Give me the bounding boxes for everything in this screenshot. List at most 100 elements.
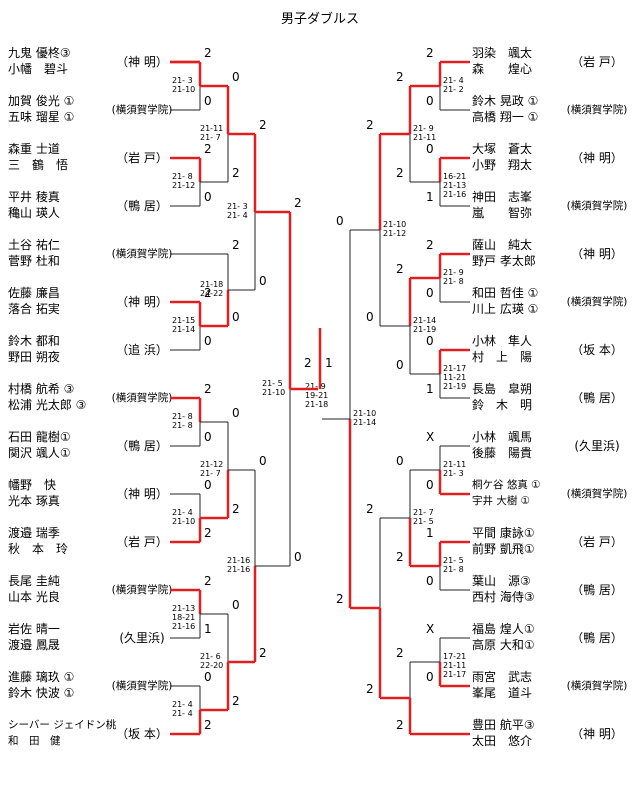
sets-won: 0 bbox=[232, 406, 240, 420]
sets-won: 0 bbox=[396, 358, 404, 372]
sets-won: 1 bbox=[426, 382, 434, 396]
page-title: 男子ダブルス bbox=[280, 12, 359, 27]
sets-won: 2 bbox=[204, 718, 212, 732]
match-score: 21-18 24-22 bbox=[200, 280, 224, 298]
sets-won: 0 bbox=[232, 310, 240, 324]
player-pair: 雨宮 武志峯尾 道斗 bbox=[472, 669, 532, 701]
player-name: 大塚 蒼太 bbox=[472, 142, 533, 156]
player-name: 小幡 碧斗 bbox=[8, 62, 69, 76]
sets-won: 1 bbox=[204, 622, 212, 636]
match-score: 21-13 18-21 21-16 bbox=[172, 604, 196, 631]
sets-won: 0 bbox=[426, 142, 434, 156]
sets-won: 2 bbox=[396, 718, 404, 732]
sets-won: 0 bbox=[294, 550, 302, 564]
sets-won: 2 bbox=[396, 646, 404, 660]
sets-won: 0 bbox=[232, 598, 240, 612]
match-score: 21- 5 21-10 bbox=[262, 379, 286, 397]
school-label: （鴨 居） bbox=[571, 391, 623, 405]
player-name: 薩山 純太 bbox=[472, 238, 533, 252]
player-name: 進藤 璃玖 ① bbox=[8, 670, 75, 684]
sets-won: 0 bbox=[426, 334, 434, 348]
school-label: （鴨 居） bbox=[571, 583, 623, 597]
player-name: 落合 拓実 bbox=[8, 302, 60, 316]
school-label: (横須賀学院) bbox=[566, 488, 628, 500]
sets-won: 2 bbox=[204, 46, 212, 60]
player-name: 村橋 航希 ③ bbox=[8, 382, 75, 396]
player-name: 土谷 祐仁 bbox=[8, 238, 60, 252]
player-name: 加賀 俊光 ① bbox=[8, 94, 75, 108]
school-label: （坂 本） bbox=[571, 343, 623, 357]
player-name: 川上 広瑛 ① bbox=[472, 302, 539, 316]
player-pair: 小林 隼人村 上 陽 bbox=[472, 333, 532, 365]
sets-won: 0 bbox=[426, 670, 434, 684]
sets-won: 2 bbox=[204, 382, 212, 396]
player-name: 佐藤 廉昌 bbox=[8, 286, 60, 300]
sets-won: 2 bbox=[304, 356, 312, 370]
school-label: (横須賀学院) bbox=[111, 104, 173, 116]
player-name: 五味 瑠星 ① bbox=[8, 110, 75, 124]
player-name: 前野 凱飛① bbox=[472, 542, 535, 556]
sets-won: 0 bbox=[204, 94, 212, 108]
player-name: 後藤 陽貴 bbox=[472, 446, 533, 460]
player-name: 長島 皐朔 bbox=[472, 382, 533, 396]
sets-won: X bbox=[426, 622, 435, 636]
sets-won: 2 bbox=[396, 262, 404, 276]
sets-won: 2 bbox=[204, 574, 212, 588]
match-score: 21-15 21-14 bbox=[172, 316, 196, 334]
sets-won: 2 bbox=[396, 70, 404, 84]
player-pair: 長島 皐朔鈴 木 明 bbox=[472, 381, 532, 413]
match-score: 21-10 21-14 bbox=[353, 409, 377, 427]
player-name: 福島 煌人① bbox=[472, 622, 535, 636]
match-score: 21-14 21-19 bbox=[413, 316, 437, 334]
sets-won: 0 bbox=[426, 478, 434, 492]
sets-won: 2 bbox=[426, 238, 434, 252]
sets-won: 2 bbox=[259, 118, 267, 132]
player-pair: 大塚 蒼太小野 翔太 bbox=[472, 141, 532, 173]
sets-won: 1 bbox=[426, 190, 434, 204]
school-label: （神 明） bbox=[116, 55, 168, 69]
sets-won: 2 bbox=[259, 646, 267, 660]
match-score: 21- 9 21-11 bbox=[413, 124, 437, 142]
player-pair: 土谷 祐仁菅野 杜和 bbox=[8, 237, 60, 269]
match-score: 21-11 21- 3 bbox=[443, 460, 467, 478]
school-label: （神 明） bbox=[571, 247, 623, 261]
player-name: 峯尾 道斗 bbox=[472, 686, 533, 700]
match-score: 21- 8 21-12 bbox=[172, 172, 196, 190]
school-label: （鴨 居） bbox=[116, 199, 168, 213]
school-label: （神 明） bbox=[116, 295, 168, 309]
match-score: 21- 4 21- 4 bbox=[172, 700, 193, 718]
player-name: 羽染 颯太 bbox=[472, 46, 533, 60]
sets-won: 1 bbox=[325, 356, 333, 370]
match-score: 21- 4 21- 2 bbox=[443, 76, 464, 94]
player-name: シーバー ジェイドン桃 bbox=[8, 719, 117, 731]
match-score: 21- 7 21- 5 bbox=[413, 508, 434, 526]
player-pair: 渡邉 瑞季秋 本 玲 bbox=[8, 525, 68, 557]
player-name: 和 田 健 bbox=[8, 735, 61, 747]
player-name: 渡邉 瑞季 bbox=[8, 526, 60, 540]
player-name: 平井 稜真 bbox=[8, 190, 60, 204]
school-label: (横須賀学院) bbox=[111, 392, 173, 404]
sets-won: 2 bbox=[336, 592, 344, 606]
player-name: 野戸 孝太郎 bbox=[472, 254, 536, 268]
player-name: 宇井 大樹 ① bbox=[472, 495, 531, 507]
player-name: 松浦 光太郎 ③ bbox=[8, 398, 87, 412]
player-name: 森重 士道 bbox=[8, 142, 60, 156]
sets-won: 0 bbox=[396, 454, 404, 468]
player-pair: 幡野 快光本 琢真 bbox=[8, 477, 60, 509]
player-name: 豊田 航平③ bbox=[472, 718, 535, 732]
match-score: 16-21 21-13 21-16 bbox=[443, 172, 467, 199]
sets-won: 0 bbox=[426, 286, 434, 300]
player-name: 鈴木 都和 bbox=[8, 334, 60, 348]
sets-won: 2 bbox=[232, 238, 240, 252]
sets-won: 0 bbox=[204, 430, 212, 444]
player-pair: 平井 稜真穐山 瑛人 bbox=[8, 189, 60, 221]
school-label: (横須賀学院) bbox=[566, 104, 628, 116]
school-label: （坂 本） bbox=[116, 727, 168, 741]
school-label: （神 明） bbox=[116, 487, 168, 501]
